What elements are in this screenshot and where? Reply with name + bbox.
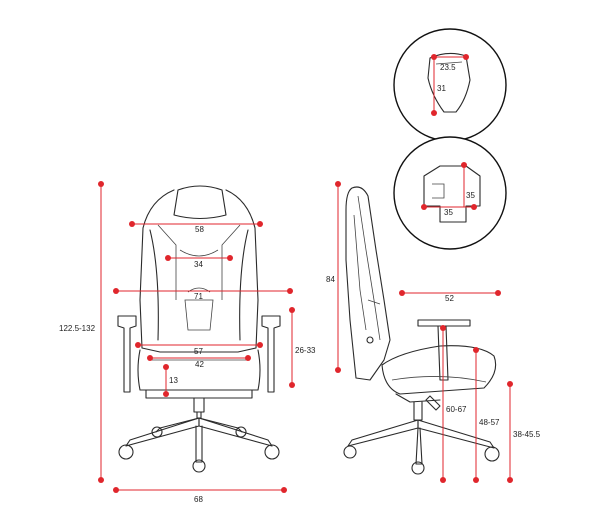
label-seat-width-front: 42 [195,360,204,369]
label-base-width: 68 [194,495,203,504]
label-seat-depth: 52 [445,294,454,303]
label-total-height: 122.5-132 [59,324,96,333]
label-seat-thickness: 13 [169,376,178,385]
label-back-height: 71 [194,292,203,301]
label-floor-to-seat-a: 48-57 [479,418,500,427]
dimension-lines [98,54,513,493]
label-armrest-height: 26-33 [295,346,316,355]
label-armpad-length: 31 [437,84,446,93]
lumbar-detail [393,136,507,250]
dimension-labels: 122.5-132 58 34 71 26-33 57 42 13 68 84 … [59,63,541,504]
label-lumbar-height: 35 [466,191,475,200]
armpad-detail [393,28,507,142]
label-lumbar-width: 35 [444,208,453,217]
label-floor-to-seat-b: 38-45.5 [513,430,541,439]
label-armpad-width: 23.5 [440,63,456,72]
label-floor-to-armrest: 60-67 [446,405,467,414]
front-view-chair [117,185,281,473]
label-side-height: 84 [326,275,335,284]
label-backrest-width: 58 [195,225,204,234]
label-seat-width-back: 57 [194,347,203,356]
label-headrest-width: 34 [194,260,203,269]
side-view-chair [343,186,500,475]
